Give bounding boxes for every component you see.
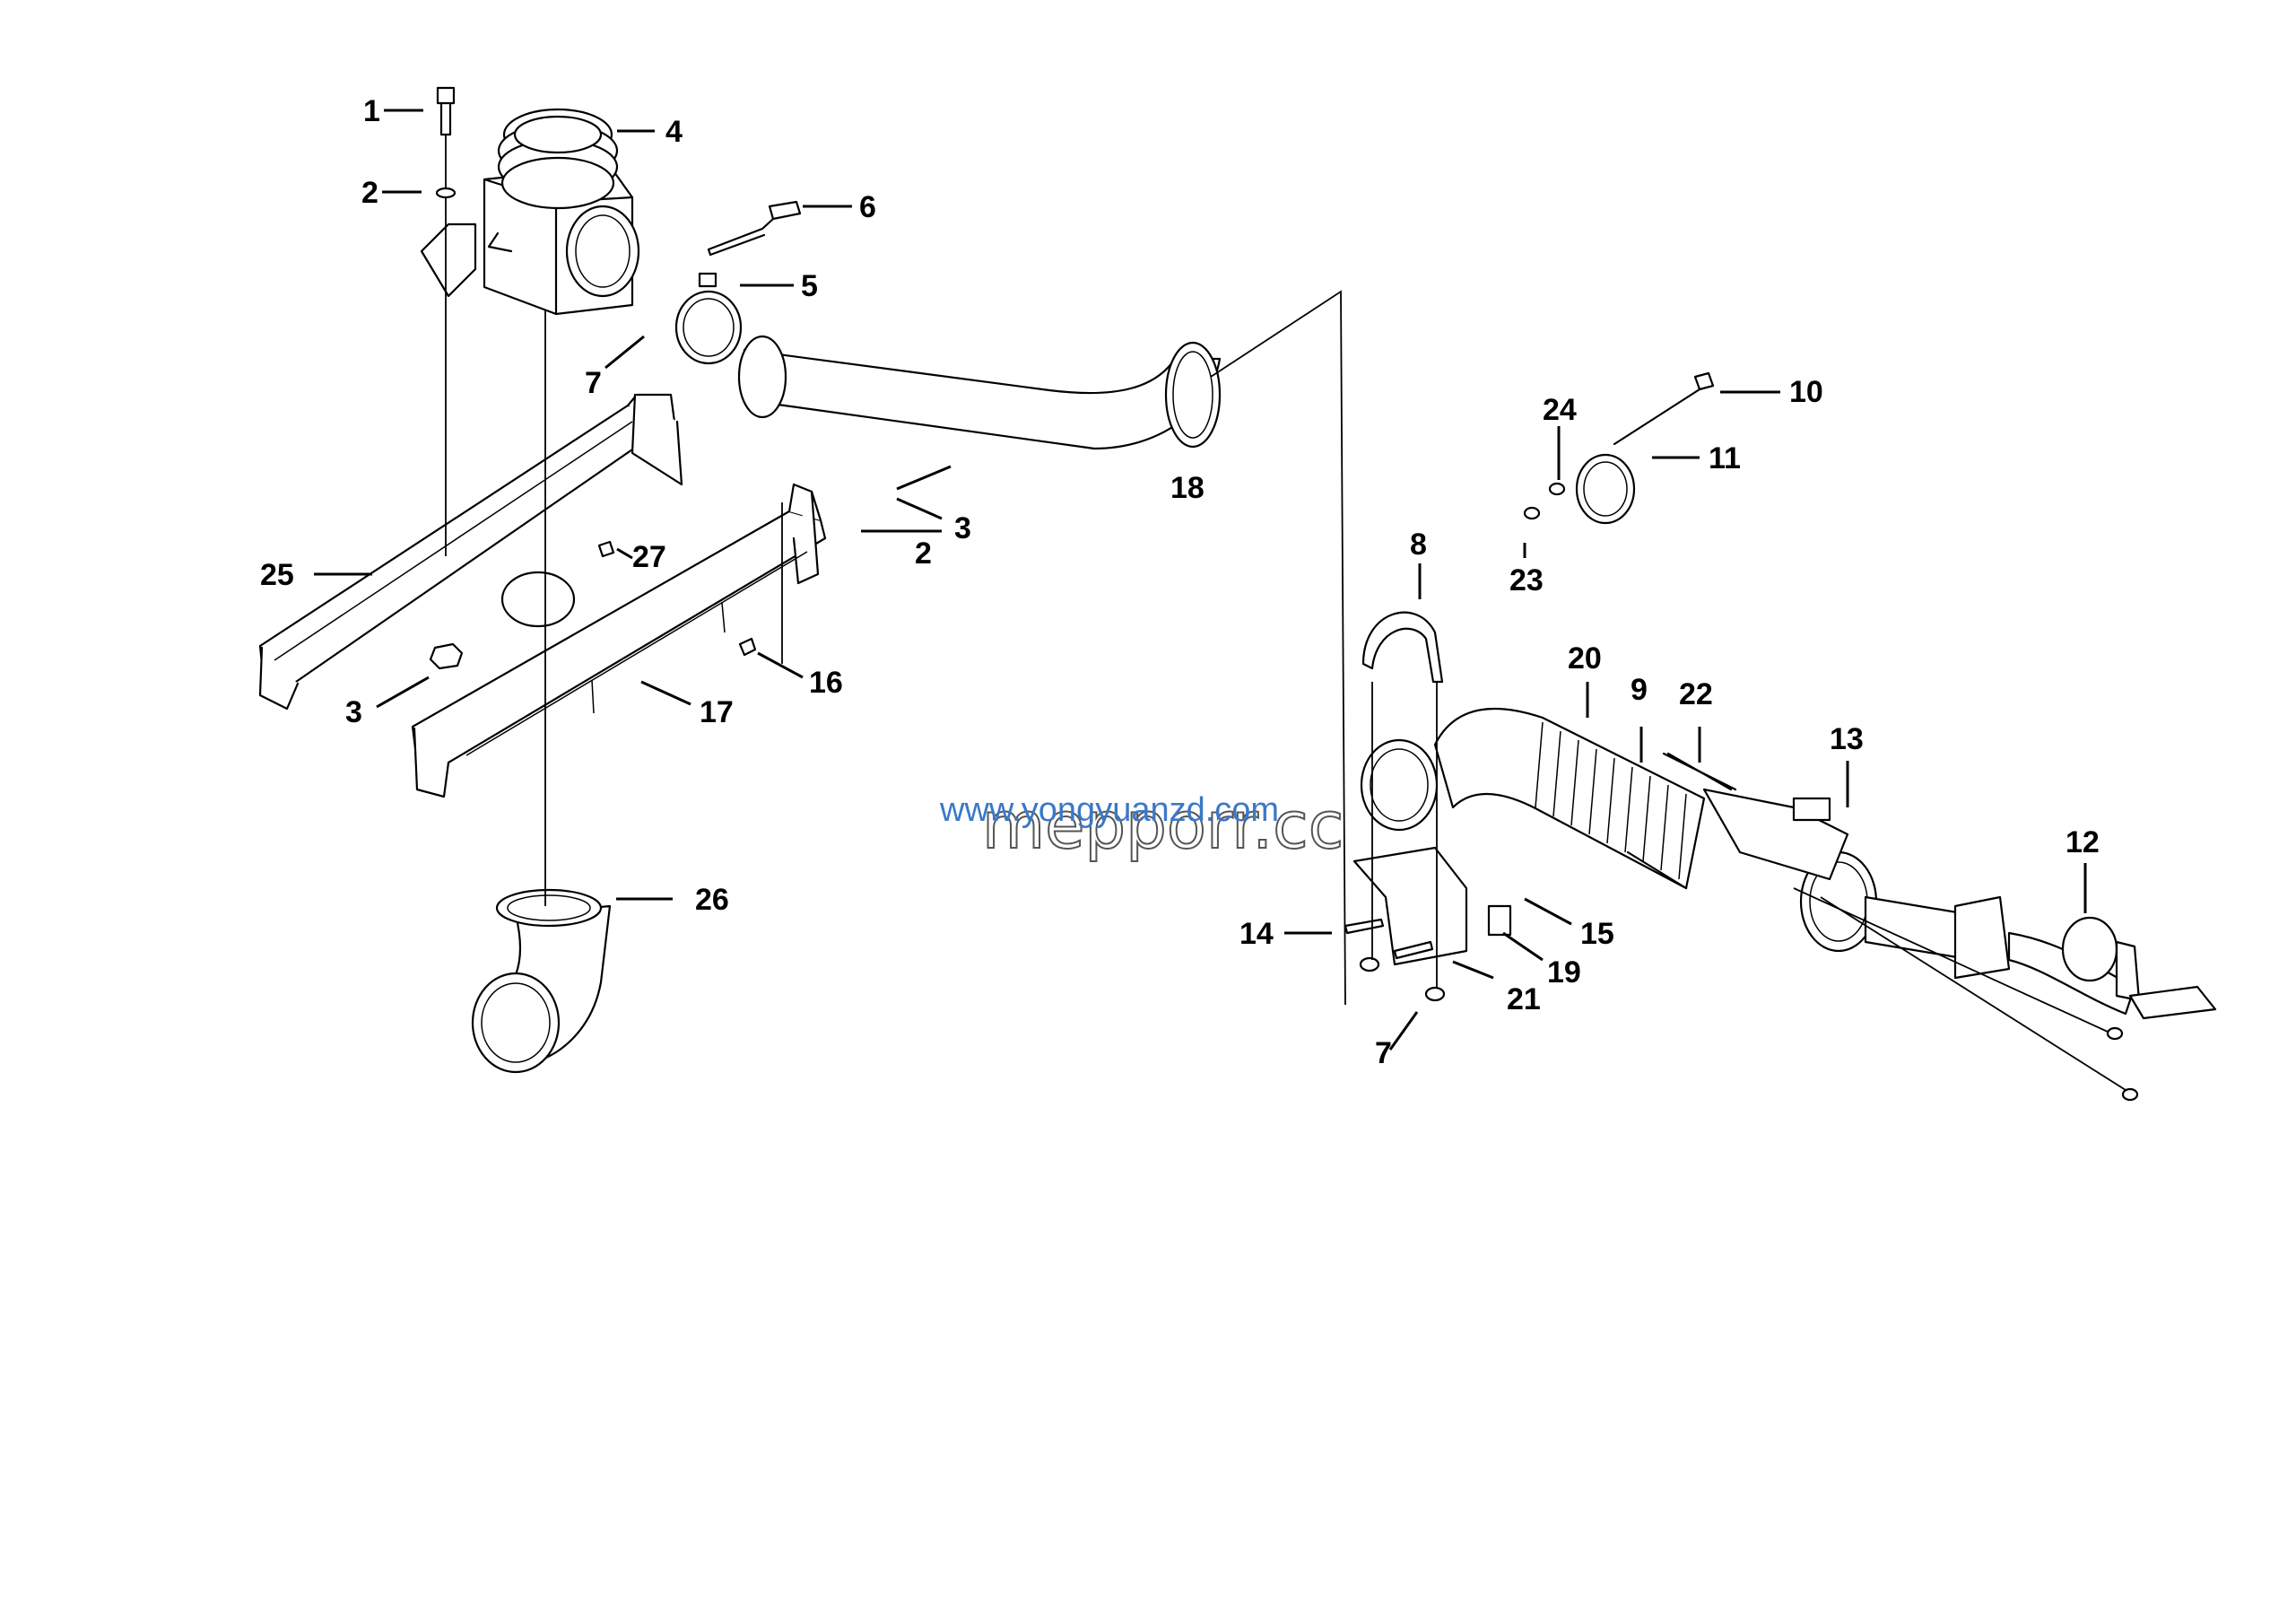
part-19-bracket — [1352, 846, 1468, 966]
assembly-axis-line — [1793, 887, 2109, 1033]
part-12-flange-end — [2061, 916, 2217, 1020]
part-23-nut — [1523, 506, 1541, 520]
part-11-clamp — [1575, 453, 1636, 525]
part-7-nut — [1424, 986, 1446, 1002]
part-3-nut — [429, 642, 464, 670]
nut — [1359, 956, 1380, 972]
callout-4: 4 — [665, 115, 683, 149]
part-16-bolt — [738, 637, 757, 657]
callout-12: 12 — [2066, 825, 2100, 859]
callout-2: 2 — [361, 176, 378, 210]
part-25-channel-rail — [258, 393, 683, 711]
part-22-bolt — [1662, 752, 1737, 791]
callout-26: 26 — [695, 883, 729, 917]
callout-8: 8 — [1410, 528, 1427, 562]
watermark-brand: mepporr.cc — [982, 788, 1344, 863]
part-18-exhaust-pipe — [737, 335, 1222, 450]
leader-lines — [314, 109, 2087, 1051]
callout-24: 24 — [1543, 393, 1577, 427]
strap-ring — [500, 571, 576, 628]
callout-17: 17 — [700, 695, 734, 729]
part-20-flex-bellows — [1433, 707, 1706, 890]
watermark-url: www.yongyuanzd.com — [939, 791, 1279, 829]
nut — [2121, 1087, 2139, 1102]
callout-27: 27 — [632, 540, 666, 574]
callout-9: 9 — [1631, 673, 1648, 707]
callout-16: 16 — [809, 666, 843, 700]
part-10-bolt — [1613, 371, 1715, 446]
part-1-bolt — [436, 86, 456, 136]
left-assembly — [258, 86, 1346, 1074]
part-4-silencer-box — [420, 108, 640, 316]
part-21-bolt — [1393, 940, 1434, 960]
callout-1: 1 — [363, 94, 380, 128]
callout-7: 7 — [585, 366, 602, 400]
callout-19: 19 — [1547, 955, 1581, 990]
callout-3: 3 — [345, 695, 362, 729]
callout-11: 11 — [1709, 441, 1741, 475]
callout-20: 20 — [1568, 641, 1602, 676]
callout-22: 22 — [1679, 677, 1713, 711]
watermark: mepporr.cc www.yongyuanzd.com — [939, 787, 1344, 864]
part-24-washer — [1548, 482, 1566, 496]
callout-14: 14 — [1239, 917, 1274, 951]
part-15-block — [1487, 904, 1512, 937]
callout-6: 6 — [859, 190, 876, 224]
assembly-axis-line — [1210, 290, 1346, 1006]
callout-3: 3 — [954, 511, 971, 545]
part-26-elbow-pipe — [471, 888, 612, 1074]
part-8-u-clamp — [1361, 611, 1444, 684]
right-assembly — [1344, 371, 2217, 1102]
callout-7: 7 — [1375, 1036, 1392, 1070]
callout-21: 21 — [1507, 982, 1541, 1016]
part-27-bolt — [597, 540, 615, 558]
part-6-bolt — [707, 200, 802, 257]
callout-10: 10 — [1789, 375, 1823, 409]
callout-5: 5 — [801, 269, 818, 303]
callout-18: 18 — [1170, 471, 1205, 505]
callout-13: 13 — [1830, 722, 1864, 756]
assembly-axis-line — [1820, 896, 2126, 1091]
callout-25: 25 — [260, 558, 294, 592]
callout-2: 2 — [915, 536, 932, 571]
right-tailpipe — [1864, 895, 2136, 1016]
part-2-washer — [435, 187, 457, 199]
nut — [2106, 1026, 2124, 1041]
part-14-bolt — [1344, 918, 1385, 935]
callout-23: 23 — [1509, 563, 1544, 597]
callout-labels: 1 2 4 6 5 7 18 3 2 25 27 3 16 17 26 8 24… — [260, 94, 2100, 1070]
callout-15: 15 — [1580, 917, 1614, 951]
part-13-exhaust-brake-valve — [1702, 788, 1878, 953]
part-5-clamp-ring — [674, 272, 743, 365]
part-17-channel-rail — [411, 483, 827, 798]
